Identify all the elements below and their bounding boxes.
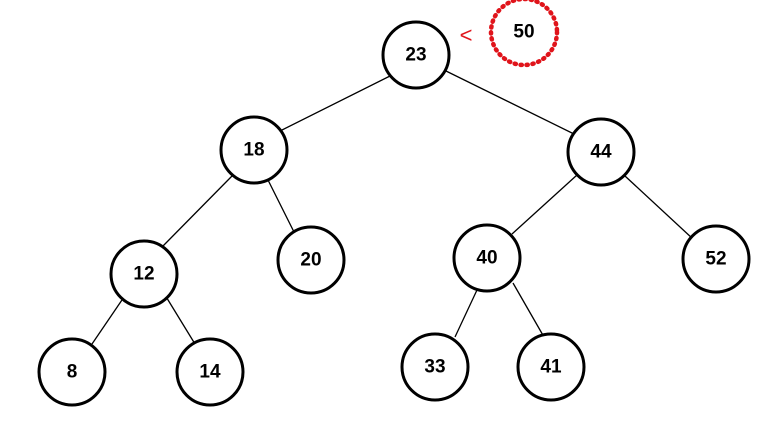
tree-node: 18 <box>219 115 289 185</box>
node-circle <box>516 332 586 402</box>
node-label-right-right: 52 <box>705 249 726 270</box>
node-circle <box>400 332 470 402</box>
edge-18-12 <box>161 175 233 248</box>
tree-node: 12 <box>109 239 179 309</box>
tree-node: 20 <box>276 225 346 295</box>
node-label-right-left-left: 33 <box>424 357 445 378</box>
tree-node: 14 <box>175 337 245 407</box>
node-circle <box>566 117 636 187</box>
search-value-node: 50 <box>488 0 560 68</box>
node-label-root: 23 <box>405 45 426 66</box>
search-value-label: 50 <box>513 22 534 43</box>
node-label-left-left: 12 <box>133 264 154 285</box>
tree-node: 40 <box>452 223 522 293</box>
node-circle <box>175 337 245 407</box>
node-circle <box>276 225 346 295</box>
node-label-right: 44 <box>590 142 612 163</box>
node-circle <box>452 223 522 293</box>
edge-44-40 <box>511 174 578 235</box>
node-label-left-left-left: 8 <box>67 362 78 383</box>
tree-node: 41 <box>516 332 586 402</box>
edge-40-41 <box>512 282 545 338</box>
tree-node: 8 <box>37 337 107 407</box>
edge-23-44 <box>445 70 575 135</box>
node-circle <box>219 115 289 185</box>
node-circle <box>37 337 107 407</box>
node-label-left-right: 20 <box>300 250 321 271</box>
edge-12-8 <box>91 296 125 345</box>
edge-40-33 <box>454 289 478 338</box>
comparison-symbol: < <box>460 23 473 48</box>
node-circle <box>109 239 179 309</box>
edge-44-52 <box>624 175 694 240</box>
node-label-right-left: 40 <box>476 248 497 269</box>
edge-23-18 <box>275 72 397 134</box>
edge-12-14 <box>164 294 196 345</box>
tree-node: 33 <box>400 332 470 402</box>
tree-node: 52 <box>681 224 751 294</box>
node-label-right-left-right: 41 <box>540 357 562 378</box>
node-circle <box>681 224 751 294</box>
tree-edges <box>91 70 694 345</box>
edge-18-20 <box>267 179 295 233</box>
tree-node: 23 <box>381 20 451 90</box>
tree-node: 44 <box>566 117 636 187</box>
node-label-left: 18 <box>243 140 264 161</box>
node-circle <box>381 20 451 90</box>
node-label-left-left-right: 14 <box>199 362 221 383</box>
search-value-circle <box>488 0 560 68</box>
